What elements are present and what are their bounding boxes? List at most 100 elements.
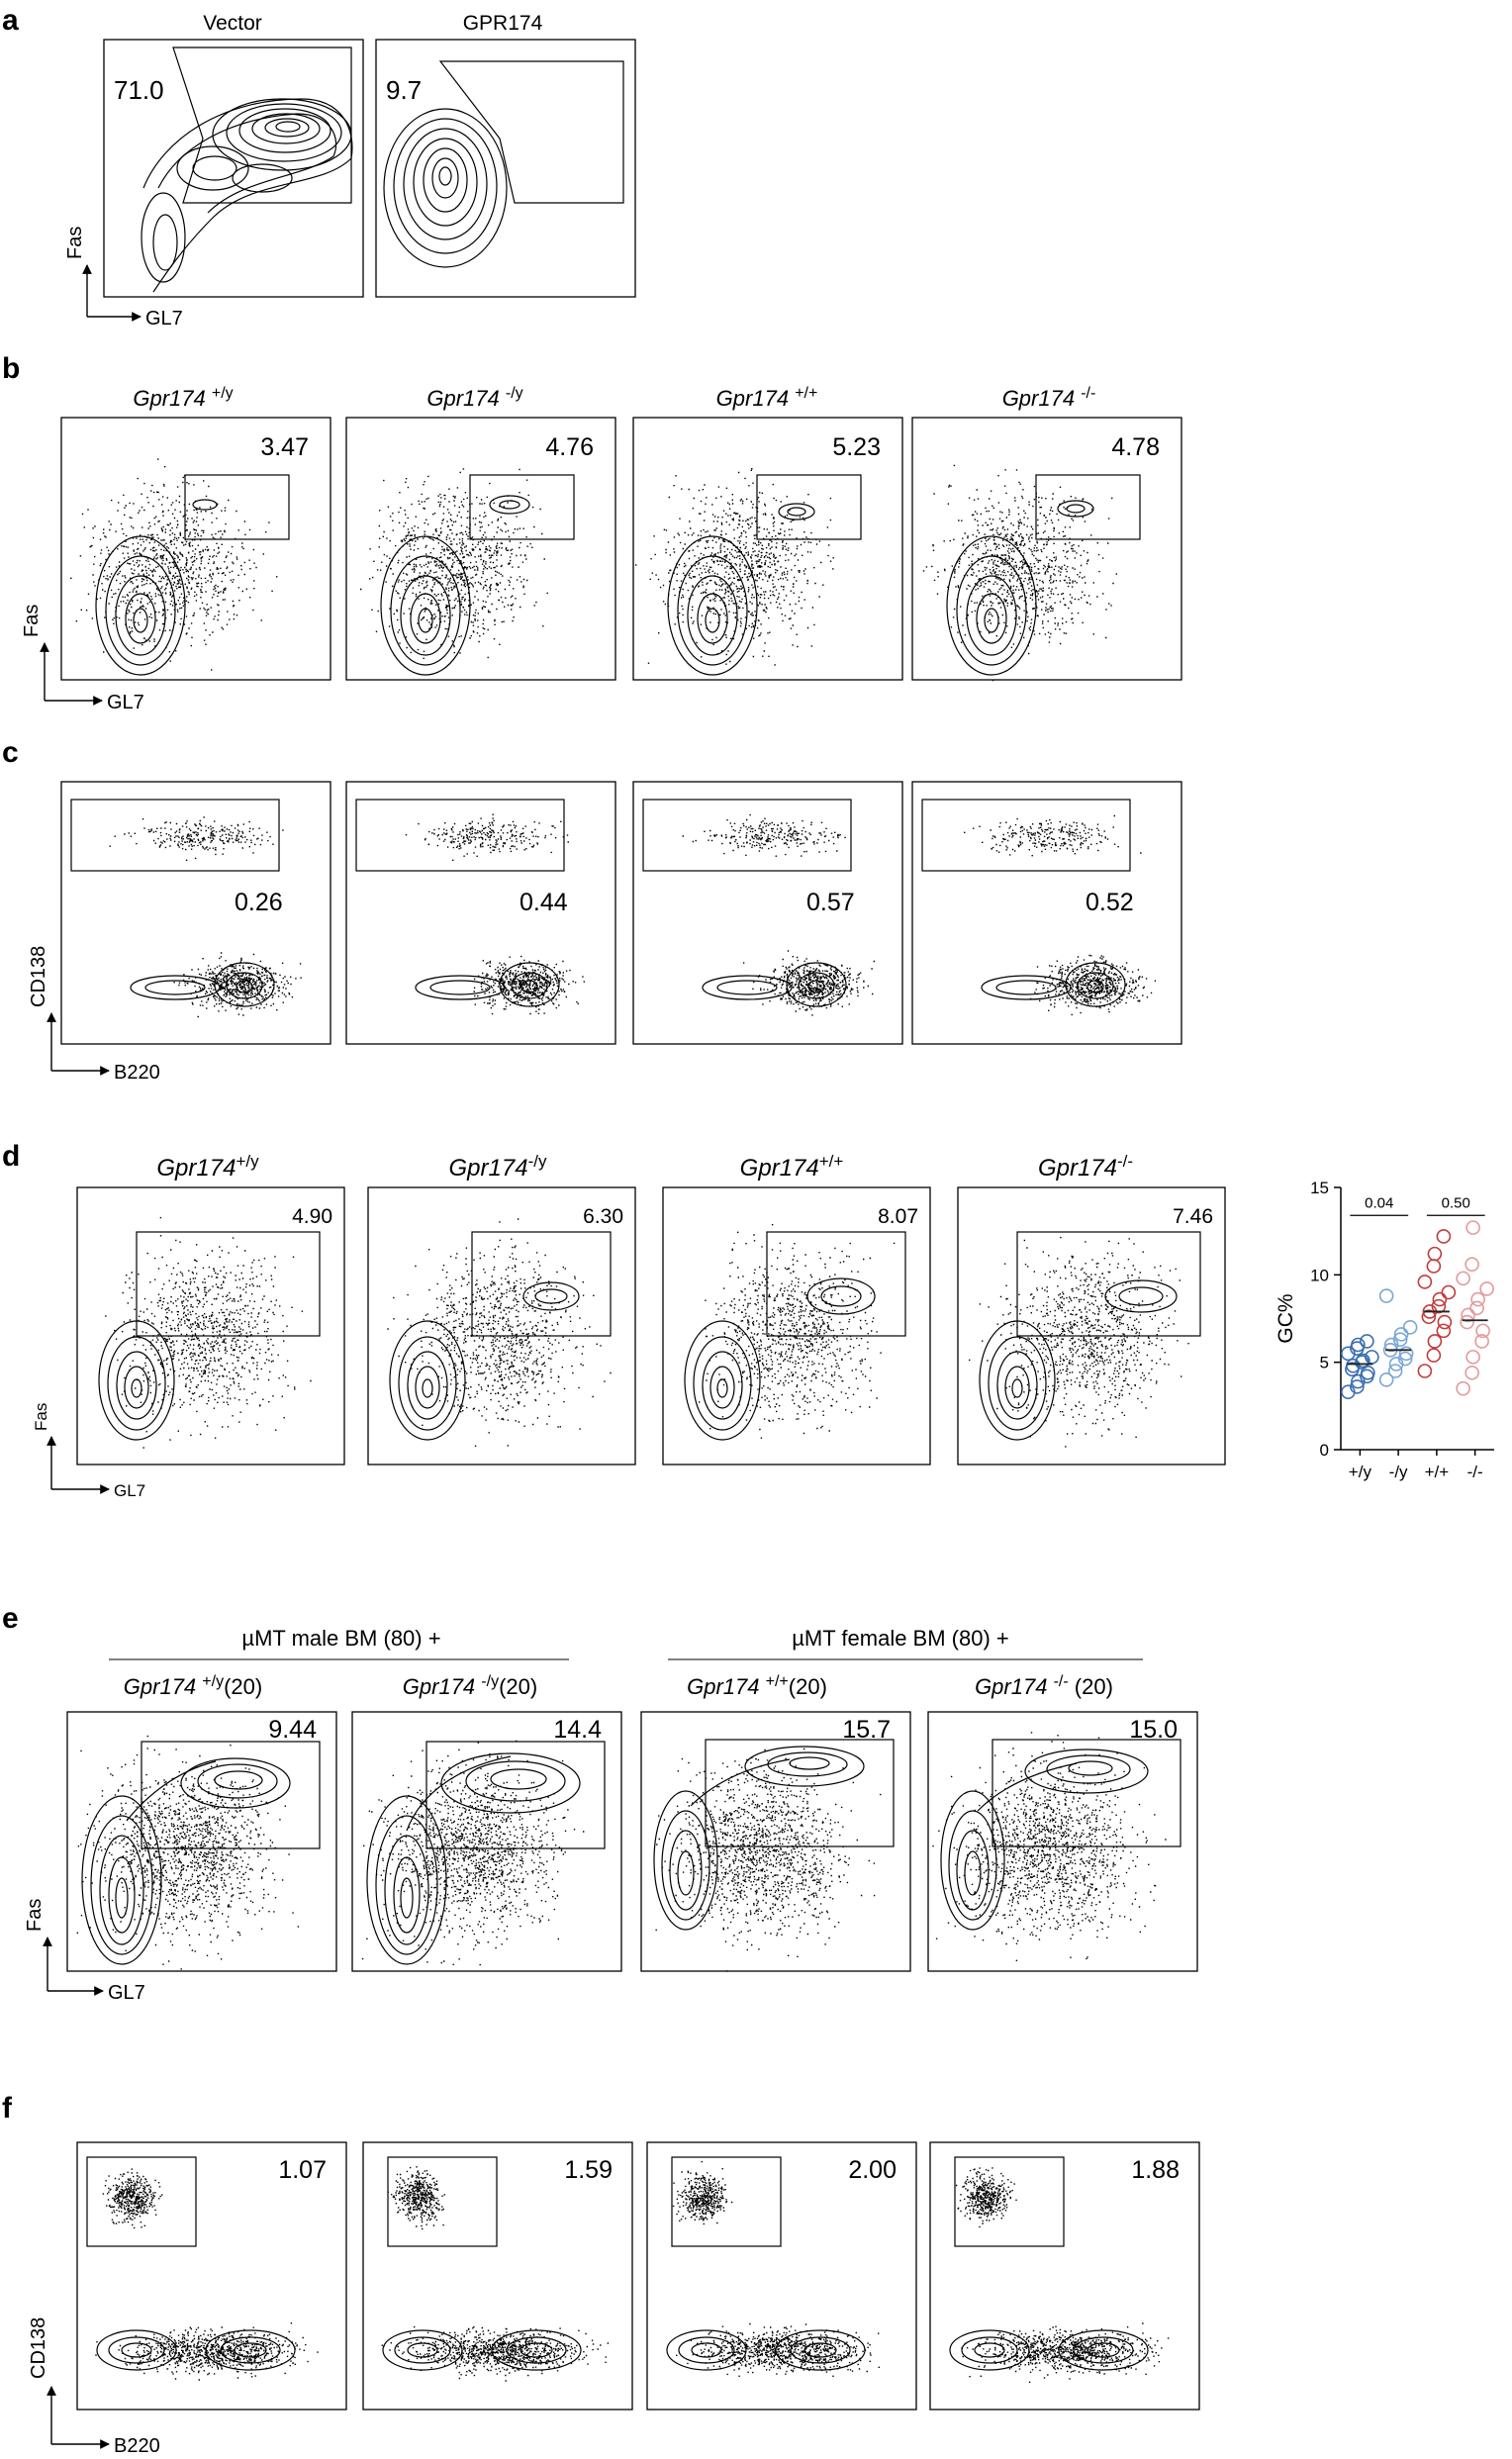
flow-plot: 6.30 (367, 1186, 636, 1466)
event-cloud (672, 2160, 733, 2225)
event-cloud (961, 2322, 1170, 2383)
event-dots (676, 2322, 880, 2377)
group-label-female: µMT female BM (80) + (792, 1626, 1009, 1651)
data-point (1475, 1323, 1490, 1339)
plot-title: Gpr174 +/y(20) Gpr174 -/y(20) Gpr174 +/+… (124, 1673, 1113, 1700)
flow-plot: 4.90 (76, 1186, 345, 1466)
gate-value: 4.90 (292, 1205, 332, 1228)
data-point (1465, 1350, 1480, 1365)
gate-value: 3.47 (260, 433, 309, 461)
event-dots (473, 955, 585, 1015)
event-cloud (955, 2167, 1017, 2228)
group-label-male: µMT male BM (80) + (241, 1626, 440, 1651)
x-axis-label: GL7 (145, 308, 183, 330)
event-cloud (381, 2325, 610, 2382)
chart-y-label: GC% (1275, 1293, 1297, 1343)
svg-text:Gpr174 +/+: Gpr174 +/+ (716, 385, 818, 412)
event-dots (361, 1740, 585, 1966)
data-point (1437, 1314, 1453, 1330)
flow-plot: 0.57 (632, 781, 903, 1045)
event-cloud (473, 955, 585, 1015)
event-cloud (635, 468, 834, 666)
axis-arrows (43, 1937, 104, 1996)
svg-text:Gpr174+/+: Gpr174+/+ (740, 1152, 844, 1182)
gate-value: 15.7 (842, 1716, 891, 1744)
panel-label-d: d (2, 1140, 20, 1173)
data-point (1427, 1334, 1443, 1349)
gate-value: 8.07 (878, 1205, 918, 1228)
flow-contours (81, 1757, 291, 1965)
event-cloud (655, 1748, 882, 1972)
flow-plot: 1.59 (362, 2141, 633, 2411)
data-point (1392, 1332, 1408, 1347)
gate-value: 2.00 (848, 2156, 897, 2184)
gate-value: 0.57 (806, 889, 855, 916)
event-dots (387, 1218, 612, 1447)
gate-value: 15.0 (1129, 1716, 1178, 1744)
y-axis-label: CD138 (28, 2317, 49, 2379)
data-point (1351, 1337, 1366, 1353)
x-axis-label: GL7 (114, 1481, 145, 1500)
gate-value: 1.88 (1131, 2156, 1180, 2184)
event-cloud (969, 1236, 1189, 1448)
data-point (1432, 1291, 1448, 1307)
flow-contours (415, 962, 560, 1007)
x-tick-label: -/- (1467, 1463, 1483, 1481)
flow-plot: 2.00 (646, 2141, 917, 2411)
flow-plot: 15.7 (640, 1711, 911, 1972)
gate-value: 14.4 (553, 1716, 602, 1744)
event-dots (173, 952, 302, 1018)
gate-value: 7.46 (1173, 1205, 1213, 1228)
plot-title: Gpr174 +/y Gpr174 -/y Gpr174 +/+ Gpr174 … (133, 385, 1095, 412)
panel-label-b: b (2, 352, 20, 385)
gate-value: 71.0 (114, 75, 164, 105)
data-point (1474, 1334, 1489, 1349)
data-point (1417, 1275, 1433, 1289)
flow-plot: 0.44 (345, 781, 616, 1045)
svg-text:Gpr174 -/y(20): Gpr174 -/y(20) (403, 1673, 537, 1700)
data-point (1456, 1380, 1470, 1396)
flow-contours (946, 500, 1094, 676)
flow-plot: 9.7 (375, 39, 636, 298)
axis-arrows (40, 642, 103, 706)
event-dots (381, 2325, 610, 2382)
event-cloud (742, 950, 875, 1016)
axis-arrows (47, 1012, 110, 1076)
data-point (1465, 1220, 1480, 1235)
event-cloud (105, 1216, 312, 1449)
event-dots (360, 468, 548, 659)
p-value: 0.04 (1365, 1194, 1393, 1211)
event-cloud (699, 1224, 896, 1439)
x-axis-label: B220 (114, 1062, 160, 1084)
x-axis-label: B220 (114, 2435, 160, 2457)
data-point (1456, 1271, 1470, 1286)
event-dots (955, 2167, 1017, 2228)
gate-value: 0.26 (235, 889, 283, 916)
data-point (1465, 1365, 1479, 1380)
event-dots (969, 1236, 1189, 1448)
flow-contours (684, 1277, 876, 1441)
data-point (1417, 1364, 1433, 1378)
y-axis-label: Fas (32, 1403, 50, 1431)
flow-contours (979, 1279, 1178, 1441)
event-cloud (361, 1740, 585, 1966)
svg-text:Gpr174-/y: Gpr174-/y (449, 1152, 547, 1182)
axis-arrows (47, 1436, 110, 1494)
gate-value: 9.7 (386, 75, 422, 105)
y-tick-label: 15 (1310, 1179, 1329, 1197)
svg-text:Gpr174 -/- (20): Gpr174 -/- (20) (975, 1673, 1113, 1700)
svg-text:Gpr174 -/y: Gpr174 -/y (426, 385, 522, 412)
data-point (1387, 1364, 1403, 1378)
event-dots (102, 2168, 163, 2229)
event-cloud (109, 816, 284, 861)
gate-value: 9.44 (268, 1716, 317, 1744)
data-point (1436, 1229, 1452, 1244)
event-cloud (1030, 954, 1157, 1016)
event-cloud (387, 1218, 612, 1447)
event-cloud (360, 468, 548, 659)
gate-value: 5.23 (832, 433, 881, 461)
gate-value: 6.30 (583, 1205, 623, 1228)
x-tick-label: +/+ (1425, 1463, 1450, 1481)
flow-contours (95, 499, 218, 676)
